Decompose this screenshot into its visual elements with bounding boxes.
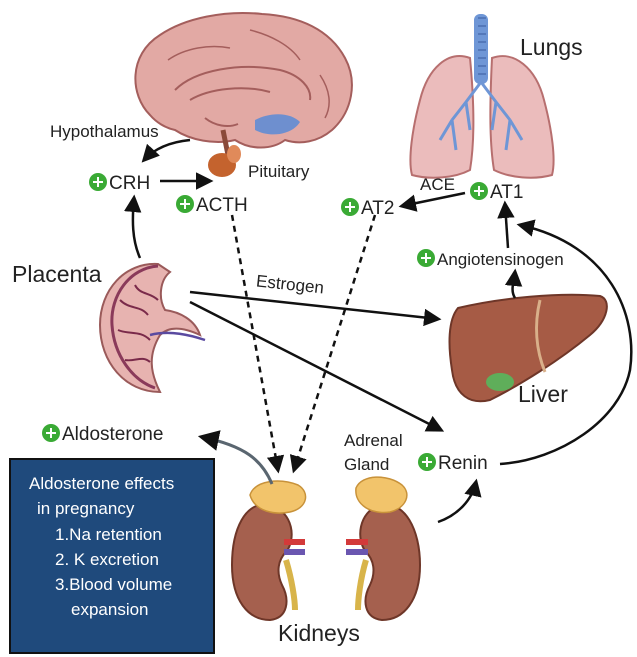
liver-label: Liver	[518, 383, 568, 406]
at2-label: AT2	[361, 198, 394, 219]
at1-label: AT1	[490, 182, 523, 203]
lungs-label: Lungs	[520, 36, 583, 59]
aldosterone-node: Aldosterone	[42, 424, 163, 444]
aldosterone-effects-box: Aldosterone effects in pregnancy 1.Na re…	[9, 458, 215, 654]
plus-icon	[42, 424, 60, 442]
plus-icon	[470, 182, 488, 200]
arrow-adrenal-renin	[438, 482, 476, 522]
effects-title-line2: in pregnancy	[37, 500, 134, 517]
crh-label: CRH	[109, 173, 150, 194]
at1-node: AT1	[470, 182, 523, 202]
brain-icon	[135, 13, 352, 177]
effect-item-1: 1.Na retention	[55, 526, 162, 543]
acth-node: ACTH	[176, 195, 248, 215]
adrenal-gland-label-line2: Gland	[344, 456, 389, 473]
renin-label: Renin	[438, 453, 488, 474]
plus-icon	[176, 195, 194, 213]
plus-icon	[89, 173, 107, 191]
crh-node: CRH	[89, 173, 150, 193]
arrow-placenta-renin	[190, 302, 441, 430]
arrow-angiotensinogen-at1	[505, 204, 508, 248]
placenta-label: Placenta	[12, 263, 102, 286]
adrenal-gland-label-line1: Adrenal	[344, 432, 403, 449]
angiotensinogen-node: Angiotensinogen	[417, 249, 564, 268]
plus-icon	[341, 198, 359, 216]
plus-icon	[418, 453, 436, 471]
arrow-at1-at2	[402, 193, 465, 206]
kidney-icon	[232, 481, 306, 620]
kidneys-label: Kidneys	[278, 622, 360, 645]
acth-label: ACTH	[196, 195, 248, 216]
effect-item-2: 2. K excretion	[55, 551, 159, 568]
arrow-liver-angiotensinogen	[513, 272, 515, 298]
aldosterone-label: Aldosterone	[62, 424, 163, 445]
kidney-icon	[346, 477, 420, 620]
effect-item-3: 3.Blood volume	[55, 576, 172, 593]
hypothalamus-label: Hypothalamus	[50, 123, 159, 140]
effect-item-3-cont: expansion	[71, 601, 149, 618]
ace-label: ACE	[420, 176, 455, 193]
arrow-hypothalamus-crh	[144, 140, 190, 160]
pituitary-label: Pituitary	[248, 163, 309, 180]
arrow-placenta-crh	[133, 198, 140, 258]
plus-icon	[417, 249, 435, 267]
at2-node: AT2	[341, 198, 394, 218]
renin-node: Renin	[418, 453, 488, 473]
angiotensinogen-label: Angiotensinogen	[437, 250, 564, 269]
placenta-icon	[100, 264, 205, 392]
effects-title-line1: Aldosterone effects	[29, 475, 174, 492]
